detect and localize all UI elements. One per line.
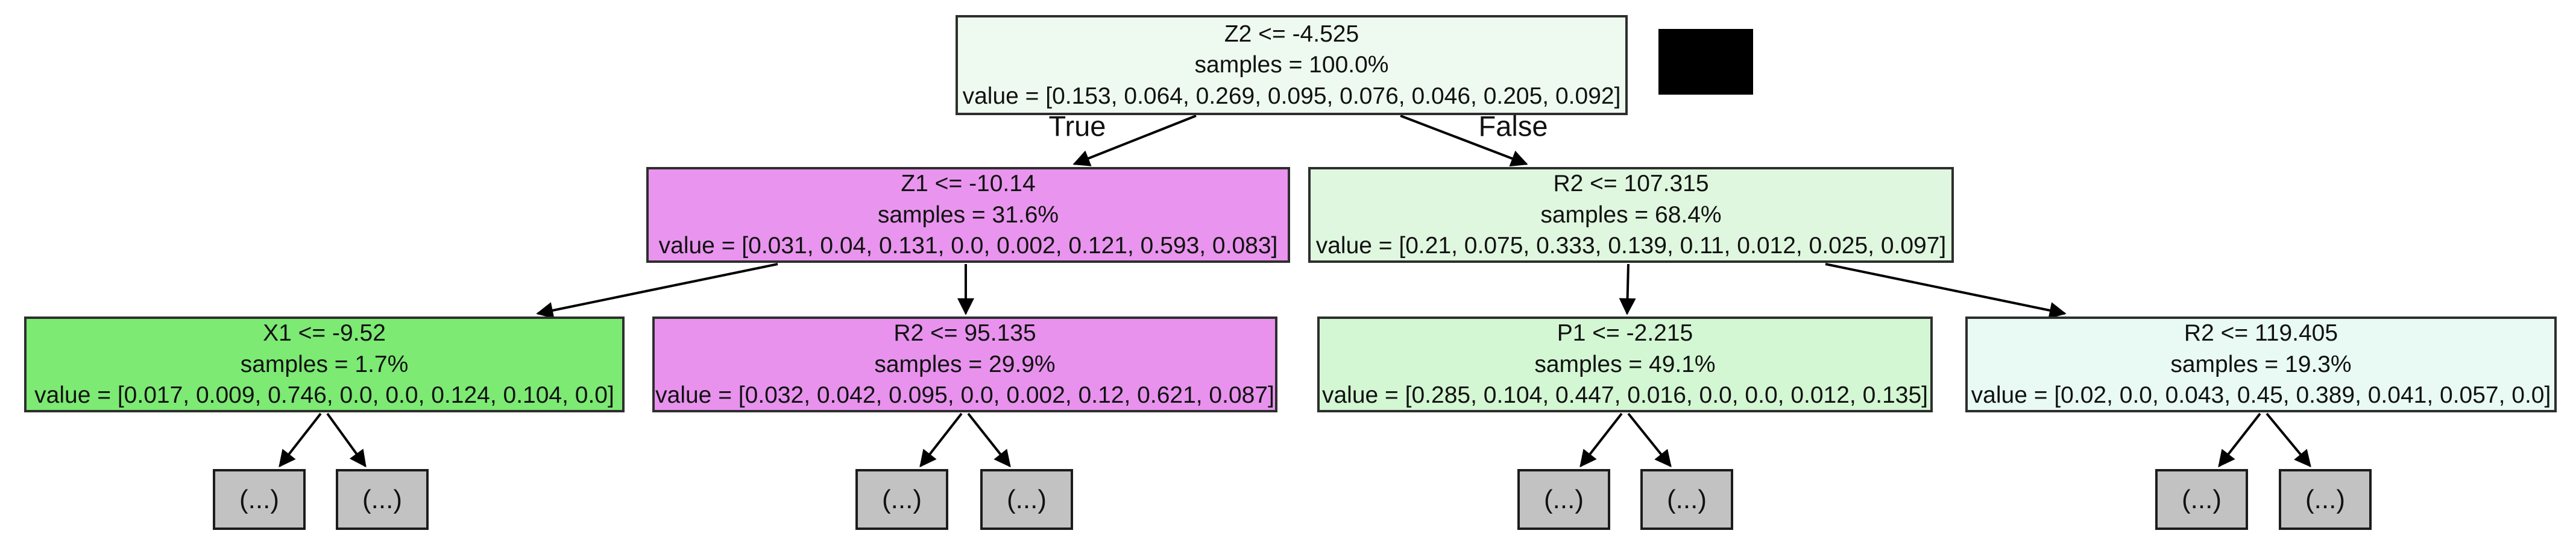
leaf-label: (...)	[882, 484, 922, 514]
tree-node-level2-right: R2 <= 107.315 samples = 68.4% value = [0…	[1308, 167, 1954, 263]
node-samples: samples = 68.4%	[1540, 201, 1722, 228]
tree-edge-arrow	[326, 412, 367, 468]
node-value: value = [0.02, 0.0, 0.043, 0.45, 0.389, …	[1971, 382, 2551, 409]
collapsed-leaf: (...)	[213, 469, 306, 530]
tree-node-root: Z2 <= -4.525 samples = 100.0% value = [0…	[956, 15, 1628, 115]
node-samples: samples = 19.3%	[2170, 351, 2352, 377]
collapsed-leaf: (...)	[336, 469, 429, 530]
node-samples: samples = 29.9%	[874, 351, 1056, 377]
tree-edge-arrow	[536, 263, 778, 319]
node-condition: Z1 <= -10.14	[901, 171, 1036, 197]
tree-edge-arrow	[919, 412, 963, 468]
node-samples: samples = 31.6%	[877, 201, 1059, 228]
tree-edge-arrow	[2266, 412, 2311, 468]
node-condition: P1 <= -2.215	[1557, 320, 1693, 347]
node-value: value = [0.031, 0.04, 0.131, 0.0, 0.002,…	[658, 233, 1278, 259]
node-value: value = [0.032, 0.042, 0.095, 0.0, 0.002…	[655, 382, 1274, 409]
tree-node-level2-left: Z1 <= -10.14 samples = 31.6% value = [0.…	[646, 167, 1290, 263]
node-value: value = [0.153, 0.064, 0.269, 0.095, 0.0…	[962, 83, 1621, 109]
collapsed-leaf: (...)	[1517, 469, 1610, 530]
tree-edge-arrow	[1619, 263, 1636, 315]
leaf-label: (...)	[1007, 484, 1047, 514]
leaf-label: (...)	[2305, 484, 2345, 514]
tree-edge-arrow	[967, 412, 1011, 468]
edge-label-true: True	[1048, 110, 1106, 142]
tree-edge-arrow	[1825, 263, 2067, 319]
edge-label-false: False	[1478, 110, 1548, 142]
tree-edge-arrow	[279, 412, 322, 468]
node-value: value = [0.017, 0.009, 0.746, 0.0, 0.0, …	[34, 382, 614, 409]
collapsed-leaf: (...)	[1640, 469, 1733, 530]
tree-node-level3-1: X1 <= -9.52 samples = 1.7% value = [0.01…	[24, 317, 625, 412]
collapsed-leaf: (...)	[855, 469, 948, 530]
tree-node-level3-4: R2 <= 119.405 samples = 19.3% value = [0…	[1965, 317, 2557, 412]
node-value: value = [0.21, 0.075, 0.333, 0.139, 0.11…	[1315, 233, 1947, 259]
node-condition: Z2 <= -4.525	[1224, 20, 1359, 47]
leaf-label: (...)	[2182, 484, 2222, 514]
tree-node-level3-2: R2 <= 95.135 samples = 29.9% value = [0.…	[652, 317, 1277, 412]
leaf-label: (...)	[1544, 484, 1584, 514]
collapsed-leaf: (...)	[980, 469, 1073, 530]
node-condition: R2 <= 119.405	[2184, 320, 2338, 347]
legend-color-swatch	[1658, 29, 1753, 95]
leaf-label: (...)	[1667, 484, 1707, 514]
tree-edge-arrow	[2218, 412, 2261, 468]
leaf-label: (...)	[239, 484, 279, 514]
collapsed-leaf: (...)	[2279, 469, 2372, 530]
tree-node-level3-3: P1 <= -2.215 samples = 49.1% value = [0.…	[1317, 317, 1933, 412]
node-samples: samples = 100.0%	[1194, 52, 1389, 78]
node-samples: samples = 1.7%	[240, 351, 409, 377]
collapsed-leaf: (...)	[2155, 469, 2248, 530]
node-condition: R2 <= 107.315	[1553, 171, 1709, 197]
leaf-label: (...)	[362, 484, 402, 514]
node-condition: R2 <= 95.135	[893, 320, 1036, 347]
node-condition: X1 <= -9.52	[263, 320, 386, 347]
tree-edge-arrow	[1579, 412, 1623, 468]
node-samples: samples = 49.1%	[1534, 351, 1716, 377]
node-value: value = [0.285, 0.104, 0.447, 0.016, 0.0…	[1321, 382, 1929, 409]
tree-edge-arrow	[1627, 412, 1672, 468]
